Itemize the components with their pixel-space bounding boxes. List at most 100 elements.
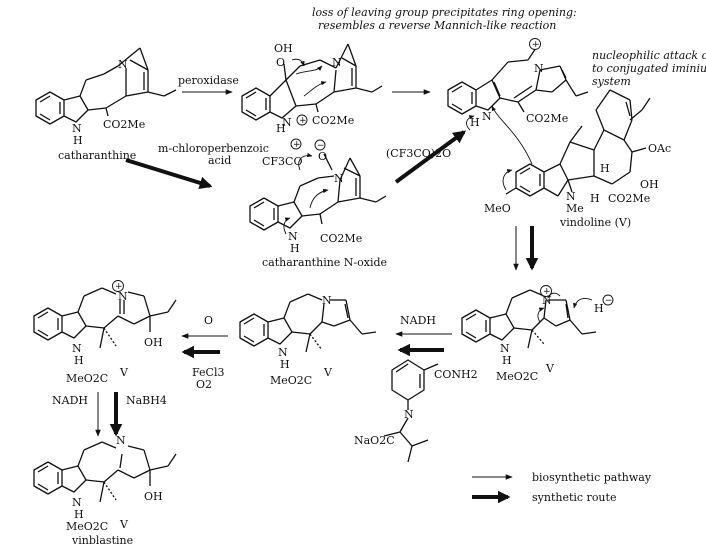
n-oxide-CF3CO: CF3CO	[262, 155, 302, 168]
reagent-tfaa: (CF3CO)2O	[386, 147, 451, 160]
n-oxide-label: catharanthine N-oxide	[262, 256, 387, 269]
reagent-nabh4: NaBH4	[126, 394, 167, 407]
catharanthine-NH-N: N	[72, 122, 82, 135]
note-nucleophilic-line3: system	[592, 75, 631, 88]
reagent-mcpba-line2: acid	[208, 154, 231, 167]
coupled-iminium-structure	[461, 289, 597, 349]
iminium-ester: CO2Me	[526, 112, 568, 125]
vindoline-OH: OH	[640, 178, 659, 191]
note-nucleophilic-line1: nucleophilic attack on	[592, 49, 706, 62]
arrow-mcpba-synthetic	[125, 158, 213, 190]
anhydro-N: N	[322, 294, 332, 307]
note-ring-opening-line1: loss of leaving group precipitates ring …	[312, 6, 577, 19]
catharanthine-label: catharanthine	[58, 149, 136, 162]
n-oxide-minus-sign: −	[317, 141, 325, 151]
iminium-alcohol-indole-H: H	[74, 354, 84, 367]
intermediate2-OH: OH	[274, 42, 293, 55]
catharanthine-ester: CO2Me	[103, 118, 145, 131]
catharanthine-structure	[35, 47, 177, 125]
vinblastine-structure	[33, 441, 177, 503]
hydride-minus-charge	[602, 294, 614, 306]
coupled-iminium-plus-charge	[540, 285, 552, 297]
iminium-plus-charge	[529, 38, 541, 50]
anhydrovinblastine-structure	[239, 293, 377, 353]
intermediate2-O: O	[276, 56, 285, 69]
intermediate2-plus-sign: +	[299, 116, 307, 126]
n-oxide-minus-charge	[314, 139, 326, 151]
intermediate2-indole-H: H	[276, 122, 286, 135]
iminium-alcohol-structure	[33, 287, 177, 349]
n-oxide-ester: CO2Me	[320, 232, 362, 245]
vinblastine-OH: OH	[144, 490, 163, 503]
iminium-alcohol-plus-charge	[112, 280, 124, 292]
iminium-intermediate-structure	[447, 47, 589, 131]
iminium-alcohol-plus-sign: +	[115, 282, 123, 292]
anhydro-indole-N: N	[278, 346, 288, 359]
iminium-alcohol-N: N	[118, 290, 128, 303]
vinblastine-indole-H: H	[74, 508, 84, 521]
n-oxide-indole-H: H	[290, 242, 300, 255]
reagent-nadh-top: NADH	[400, 314, 436, 327]
coupled-iminium-indole-N: N	[500, 342, 510, 355]
anhydro-V: V	[323, 366, 333, 379]
arrow-tfaa-synthetic	[394, 130, 467, 184]
anhydro-ester: MeO2C	[270, 374, 312, 387]
legend-biosynthetic-label: biosynthetic pathway	[532, 471, 652, 484]
reagent-nadh-bottom: NADH	[52, 394, 88, 407]
iminium-alcohol-indole-N: N	[72, 342, 82, 355]
coupled-iminium-N: N	[542, 294, 552, 307]
n-oxide-O: O	[318, 150, 327, 163]
iminium-alcohol-ester: MeO2C	[66, 372, 108, 385]
vindoline-label: vindoline (V)	[559, 216, 631, 229]
iminium-alcohol-V: V	[119, 366, 129, 379]
legend-synthetic-label: synthetic route	[532, 491, 616, 504]
hydride-minus-sign: −	[605, 296, 613, 306]
n-oxide-plus-sign: +	[293, 140, 301, 150]
vinblastine-N: N	[116, 434, 126, 447]
vindoline-H-upper: H	[600, 162, 610, 175]
hydroperoxide-intermediate-structure	[241, 43, 383, 121]
n-oxide-indole-N: N	[288, 230, 298, 243]
vindoline-N: N	[566, 190, 576, 203]
intermediate2-ester: CO2Me	[312, 114, 354, 127]
vindoline-H-lower: H	[590, 192, 600, 205]
vindoline-MeO: MeO	[484, 202, 511, 215]
reagent-o2: O2	[196, 378, 212, 391]
catharanthine-n-oxide-structure	[249, 152, 387, 235]
note-ring-opening-line2: resembles a reverse Mannich-like reactio…	[318, 19, 556, 32]
n-oxide-plus-charge	[290, 138, 302, 150]
vinblastine-ester: MeO2C	[66, 520, 108, 533]
vindoline-Me: Me	[566, 202, 584, 215]
coupled-iminium-indole-H: H	[502, 354, 512, 367]
dihydropyridine-reagent-structure	[383, 359, 439, 463]
reagent-o-label: O	[204, 314, 213, 327]
coupled-iminium-ester: MeO2C	[496, 370, 538, 383]
iminium-plus-sign: +	[532, 40, 540, 50]
reagent-peroxidase: peroxidase	[178, 74, 239, 87]
n-oxide-N: N	[334, 172, 344, 185]
anhydro-indole-H: H	[280, 358, 290, 371]
reagent-NaO2C: NaO2C	[354, 434, 395, 447]
iminium-H: H	[470, 116, 480, 129]
vindoline-ester: CO2Me	[608, 192, 650, 205]
vinblastine-label: vinblastine	[71, 534, 133, 547]
catharanthine-NH-H: H	[73, 134, 83, 147]
iminium-N: N	[534, 62, 544, 75]
hydride-H: H	[594, 302, 604, 315]
reagent-pyridine-N: N	[404, 408, 414, 421]
vinblastine-V: V	[119, 518, 129, 531]
vindoline-OAc: OAc	[648, 142, 671, 155]
intermediate2-N: N	[332, 56, 342, 69]
reagent-fecl3: FeCl3	[192, 366, 224, 379]
intermediate2-indole-N: N	[282, 116, 292, 129]
reagent-mcpba-line1: m-chloroperbenzoic	[158, 142, 269, 155]
iminium-indolenine-N: N	[482, 110, 492, 123]
note-nucleophilic-line2: to conjugated iminium	[592, 62, 706, 75]
intermediate2-plus-charge	[296, 114, 308, 126]
iminium-alcohol-OH: OH	[144, 336, 163, 349]
vindoline-structure	[491, 89, 651, 197]
catharanthine-N-atom: N	[118, 58, 128, 71]
coupled-iminium-plus-sign: +	[543, 287, 551, 297]
vinblastine-indole-N: N	[72, 496, 82, 509]
